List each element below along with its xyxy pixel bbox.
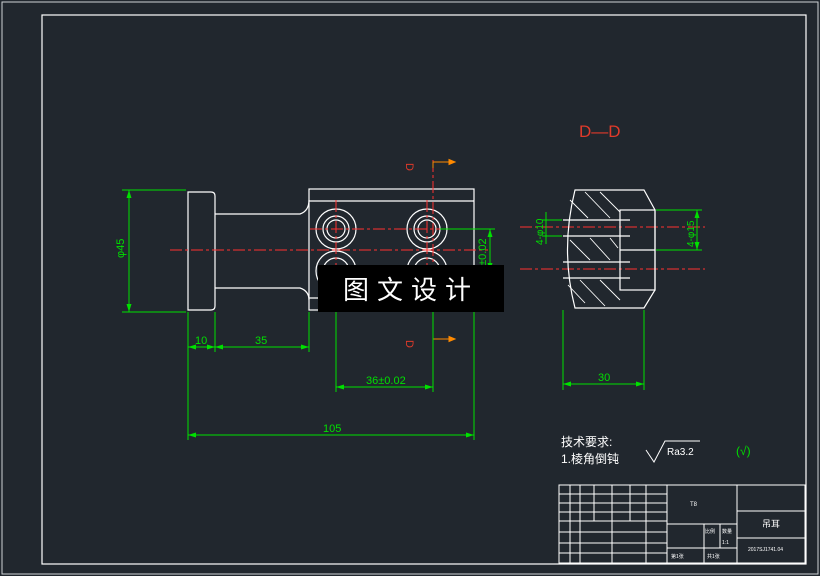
tech-heading: 技术要求: (561, 435, 612, 449)
dim-35: 35 (255, 335, 267, 347)
title-part-name: 吊耳 (762, 519, 780, 529)
title-block (558, 484, 806, 564)
section-dimension-arrows (563, 210, 700, 387)
dim-vertical-tol: 5±0.02 (477, 238, 489, 272)
roughness-value: Ra3.2 (667, 447, 694, 458)
section-dimension-lines (542, 209, 702, 390)
dim-30: 30 (598, 372, 610, 384)
section-mark-top: D (403, 163, 415, 171)
dim-4phi15: 4-φ15 (686, 220, 697, 247)
dim-36: 36±0.02 (366, 375, 406, 387)
section-hatch (567, 191, 621, 307)
section-mark-bottom: D (403, 340, 415, 348)
section-title: D—D (579, 122, 621, 141)
title-sheet-total: 第1张 (671, 553, 684, 560)
tech-item-1: 1.棱角倒钝 (561, 451, 619, 466)
dim-105: 105 (323, 423, 341, 435)
dim-10: 10 (195, 335, 207, 347)
roughness-check: (√) (736, 444, 751, 458)
title-scale-label: 比例 (705, 528, 715, 535)
sheet-inner-border (41, 14, 807, 565)
title-code: 2017SJ1741.04 (748, 547, 783, 553)
title-sheet-no: 共1张 (707, 553, 720, 560)
roughness-symbol (645, 440, 700, 463)
dim-4phi10: 4-φ10 (535, 218, 546, 245)
title-scale: 1:1 (722, 540, 729, 546)
title-material: T8 (690, 502, 698, 508)
section-view (563, 189, 656, 309)
watermark-label: 图文设计 (318, 265, 504, 312)
title-qty-label: 数量 (722, 528, 732, 535)
dim-phi45: φ45 (115, 239, 127, 258)
